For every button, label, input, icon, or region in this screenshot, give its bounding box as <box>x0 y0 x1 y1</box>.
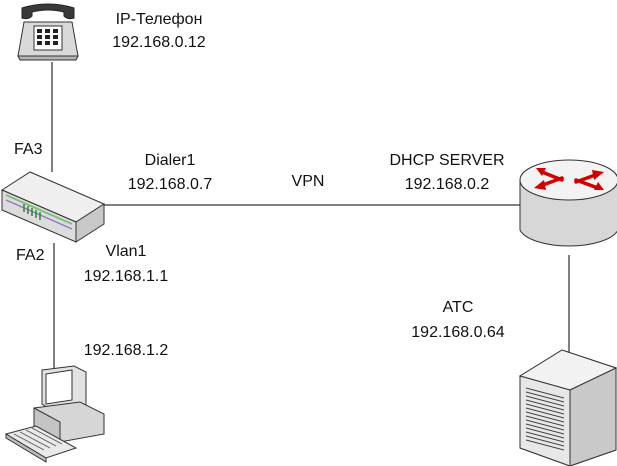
router-ip: 192.168.0.2 <box>404 176 490 193</box>
pc-ip: 192.168.1.2 <box>83 342 169 359</box>
gateway-router-icon <box>0 171 106 243</box>
phone-name: IP-Телефон <box>115 11 203 28</box>
port-fa3-label: FA3 <box>14 141 43 158</box>
phone-ip: 192.168.0.12 <box>112 34 206 51</box>
dialer-ip: 192.168.0.7 <box>127 176 213 193</box>
dialer-name: Dialer1 <box>144 152 196 169</box>
server-tower-icon <box>518 349 617 466</box>
ip-phone-icon <box>17 3 79 61</box>
vpn-label: VPN <box>291 173 325 190</box>
vlan-name: Vlan1 <box>105 243 147 260</box>
port-fa2-label: FA2 <box>16 247 45 264</box>
router-name: DHCP SERVER <box>389 152 505 169</box>
server-ip: 192.168.0.64 <box>411 324 505 341</box>
desktop-computer-icon <box>4 365 105 463</box>
dhcp-router-icon <box>519 159 617 247</box>
vlan-ip: 192.168.1.1 <box>83 268 169 285</box>
server-name: АТС <box>442 299 474 316</box>
